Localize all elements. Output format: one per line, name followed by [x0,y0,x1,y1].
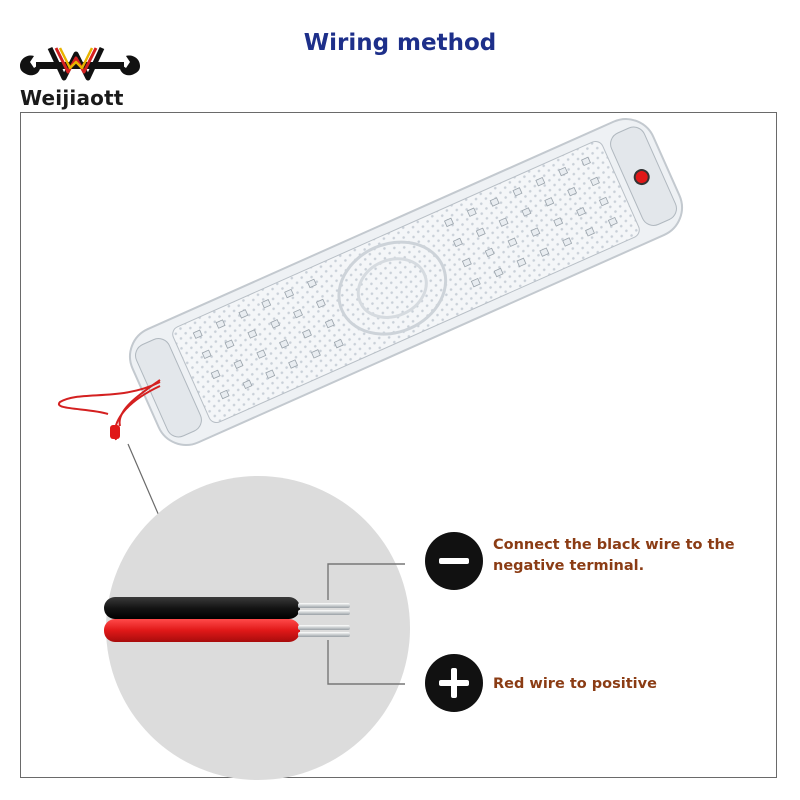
wrench-logo-icon [20,46,140,81]
negative-caption: Connect the black wire to the negative t… [493,535,735,577]
page-title: Wiring method [303,30,497,56]
lead-wires [57,379,161,441]
plus-icon [451,668,457,698]
callout-lines [327,563,405,685]
cable-closeup [104,597,350,642]
brand-name: Weijiaott [20,86,124,110]
positive-caption: Red wire to positive [493,676,657,692]
negative-badge [425,532,483,590]
wire-connector [110,425,120,439]
brand-logo: Weijiaott [18,44,142,114]
negative-caption-line2: negative terminal. [493,558,645,574]
minus-icon [439,558,469,564]
led-light-panel [129,118,683,446]
negative-caption-line1: Connect the black wire to the [493,537,735,553]
product-frame [20,112,777,778]
positive-badge [425,654,483,712]
